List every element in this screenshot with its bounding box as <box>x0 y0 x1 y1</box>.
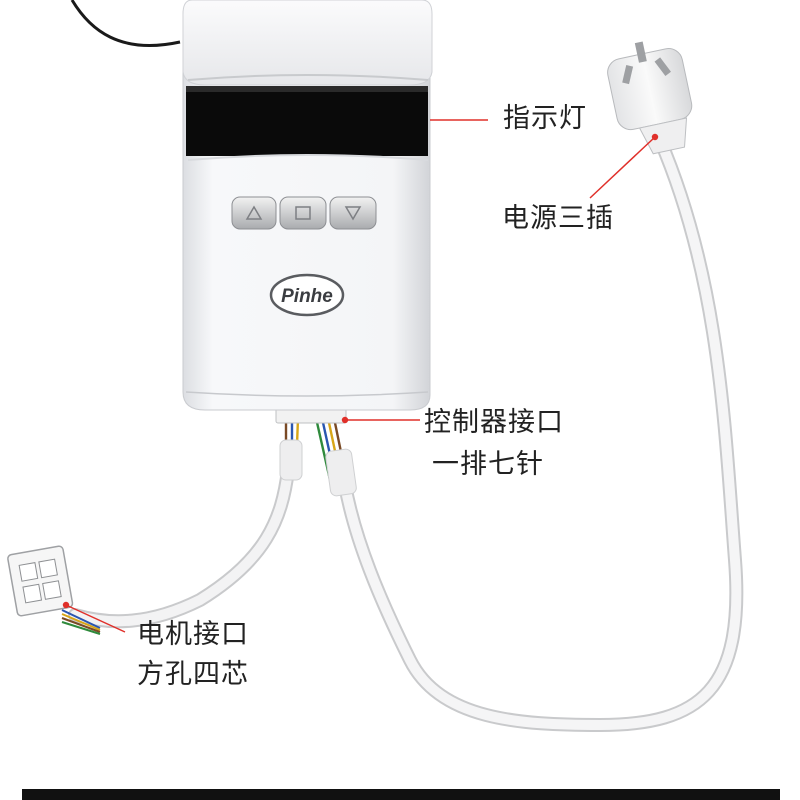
power-plug <box>607 41 693 155</box>
label-motor-line2: 方孔四芯 <box>137 659 249 690</box>
svg-text:Pinhe: Pinhe <box>281 286 333 307</box>
label-power-plug: 电源三插 <box>502 203 614 234</box>
label-controller-line2: 一排七针 <box>432 449 544 480</box>
label-indicator: 指示灯 <box>503 103 587 134</box>
bottom-bar <box>22 789 780 800</box>
power-cable <box>338 133 744 733</box>
black-cable <box>70 0 181 47</box>
motor-cable-sleeve <box>279 439 303 481</box>
leader-lines <box>65 119 656 633</box>
label-controller-line1: 控制器接口 <box>424 407 564 438</box>
motor-connector <box>7 545 74 617</box>
power-cable-sleeve <box>325 448 357 497</box>
leader-dots <box>62 133 659 609</box>
brand-logo: Pinhe <box>269 273 345 317</box>
control-buttons <box>231 196 377 230</box>
triangle-up-icon <box>245 205 263 220</box>
square-icon <box>295 206 311 220</box>
motor-cable <box>68 463 295 629</box>
controller-unit: Pinhe <box>182 0 433 411</box>
motor-wires <box>61 609 101 635</box>
label-motor-line1: 电机接口 <box>137 619 249 650</box>
indicator-display <box>186 86 428 156</box>
triangle-down-icon <box>344 206 362 221</box>
